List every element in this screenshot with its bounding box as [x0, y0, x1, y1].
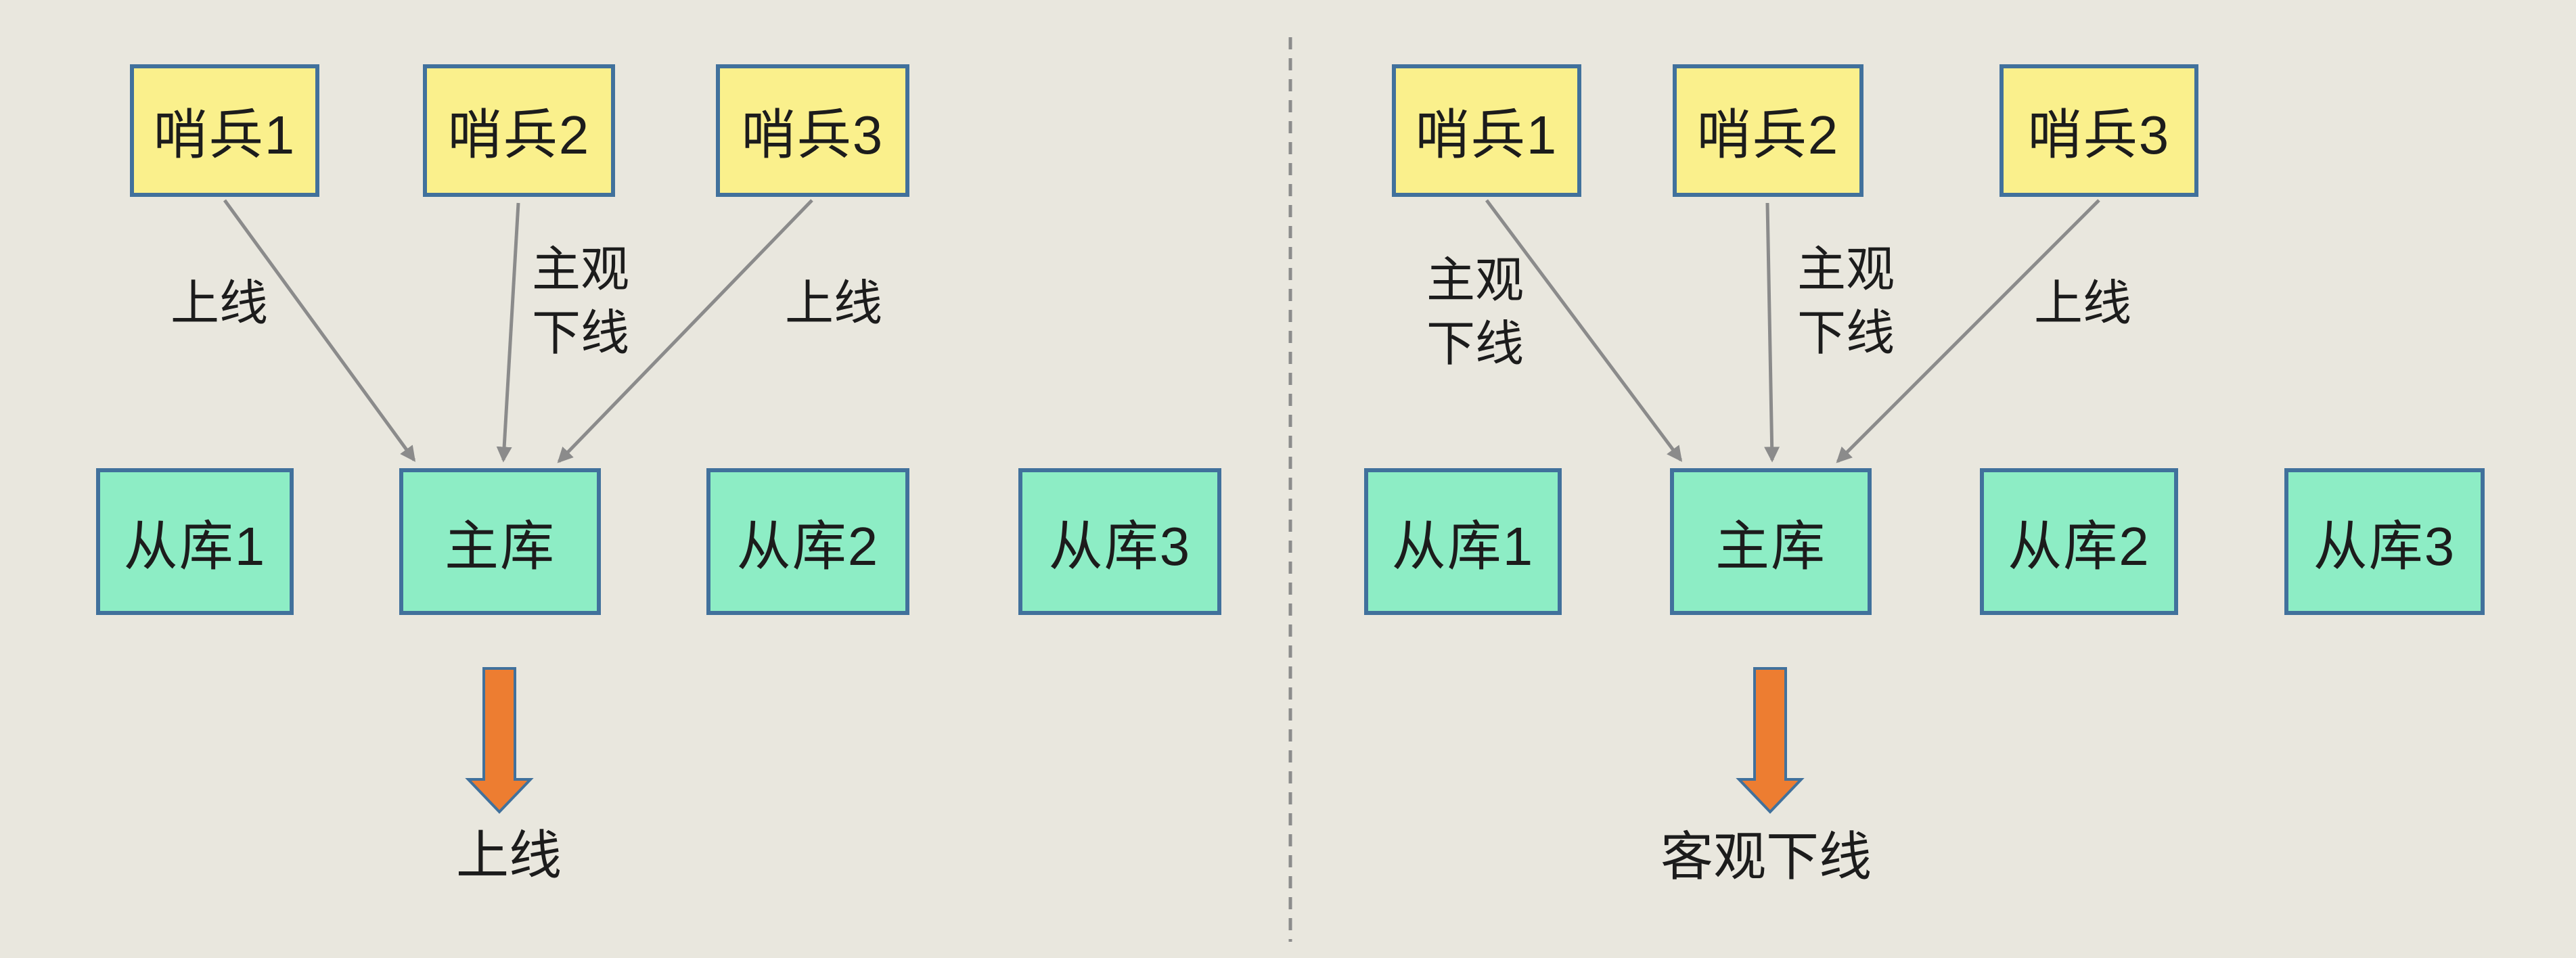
right-sentinel-3-box: 哨兵3: [1999, 64, 2198, 197]
left-sentinel-1-label: 哨兵1: [153, 105, 296, 165]
right-edge-label-3: 上线: [2033, 277, 2132, 331]
edge-arrow: [496, 202, 520, 463]
left-edge-label-1: 上线: [170, 277, 269, 331]
right-sentinel-1-label: 哨兵1: [1415, 105, 1558, 165]
right-sentinel-2-box: 哨兵2: [1673, 64, 1863, 197]
left-replica-1-box: 从库1: [96, 468, 294, 615]
right-edge-label-1: 主观 下线: [1426, 254, 1524, 371]
left-master-label: 主库: [445, 516, 556, 576]
right-sentinel-1-box: 哨兵1: [1392, 64, 1581, 197]
right-sentinel-2-label: 哨兵2: [1696, 105, 1840, 165]
left-sentinel-2-box: 哨兵2: [423, 64, 615, 197]
left-edge-label-3: 上线: [784, 277, 883, 331]
left-result-label: 上线: [455, 825, 562, 885]
left-replica-3-box: 从库3: [1018, 468, 1221, 615]
right-sentinel-3-label: 哨兵3: [2027, 105, 2171, 165]
left-replica-2-label: 从库2: [736, 516, 880, 576]
right-replica-1-label: 从库1: [1391, 516, 1535, 576]
right-replica-1-box: 从库1: [1364, 468, 1562, 615]
right-replica-2-label: 从库2: [2008, 516, 2150, 576]
right-replica-3-box: 从库3: [2284, 468, 2485, 615]
edge-arrow: [1764, 202, 1780, 463]
left-sentinel-1-box: 哨兵1: [130, 64, 319, 197]
right-master-label: 主库: [1715, 516, 1826, 576]
left-sentinel-3-label: 哨兵3: [741, 105, 884, 165]
left-sentinel-3-box: 哨兵3: [716, 64, 909, 197]
left-replica-3-label: 从库3: [1048, 516, 1192, 576]
left-replica-1-label: 从库1: [123, 516, 267, 576]
right-replica-3-label: 从库3: [2313, 516, 2456, 576]
left-edge-label-2: 主观 下线: [531, 243, 630, 361]
right-replica-2-box: 从库2: [1980, 468, 2178, 615]
down-arrow-icon: [465, 667, 534, 814]
left-sentinel-2-label: 哨兵2: [447, 105, 591, 165]
left-replica-2-box: 从库2: [706, 468, 909, 615]
down-arrow-icon: [1736, 667, 1805, 814]
left-master-box: 主库: [399, 468, 601, 615]
right-result-label: 客观下线: [1660, 827, 1872, 886]
right-edge-label-2: 主观 下线: [1797, 243, 1895, 361]
right-master-box: 主库: [1670, 468, 1872, 615]
